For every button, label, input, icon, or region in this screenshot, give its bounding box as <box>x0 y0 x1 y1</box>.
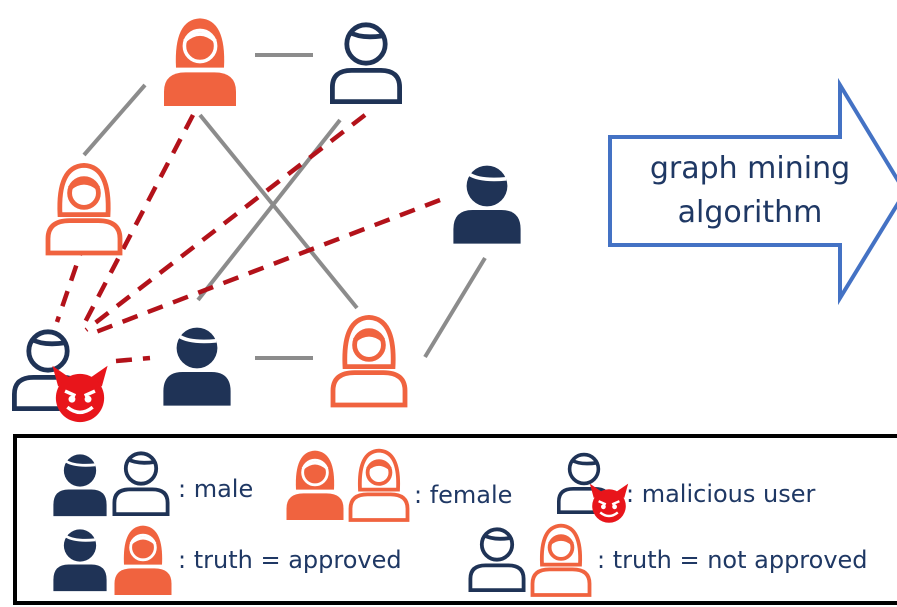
node-female-filled-top <box>162 16 238 108</box>
legend-malicious-label: : malicious user <box>626 480 816 508</box>
social-edges <box>82 53 487 360</box>
edge <box>196 118 342 302</box>
legend-not-approved-label: : truth = not approved <box>597 546 868 574</box>
malicious-edge <box>80 113 195 330</box>
node-male-outline-top <box>332 25 399 102</box>
node-male-filled-right <box>451 159 523 246</box>
node-female-outline-left <box>48 165 120 253</box>
legend-male-label: : male <box>178 475 253 503</box>
node-female-outline-bottom <box>333 317 405 405</box>
legend-female-label: : female <box>414 481 512 509</box>
node-male-filled-bottom <box>161 321 233 408</box>
node-malicious-male <box>14 332 110 424</box>
malicious-edge <box>84 113 367 332</box>
edge <box>82 83 147 157</box>
malicious-edge <box>87 197 441 338</box>
graph-mining-arrow: graph mining algorithm <box>608 77 897 306</box>
malicious-edge <box>115 355 151 364</box>
edge <box>423 256 487 359</box>
legend: : male : female : malicious user : truth… <box>13 434 897 605</box>
arrow-label-line1: graph mining <box>650 151 850 186</box>
edge <box>198 113 359 310</box>
arrow-label-line2: algorithm <box>678 195 823 230</box>
legend-approved-label: : truth = approved <box>178 546 402 574</box>
